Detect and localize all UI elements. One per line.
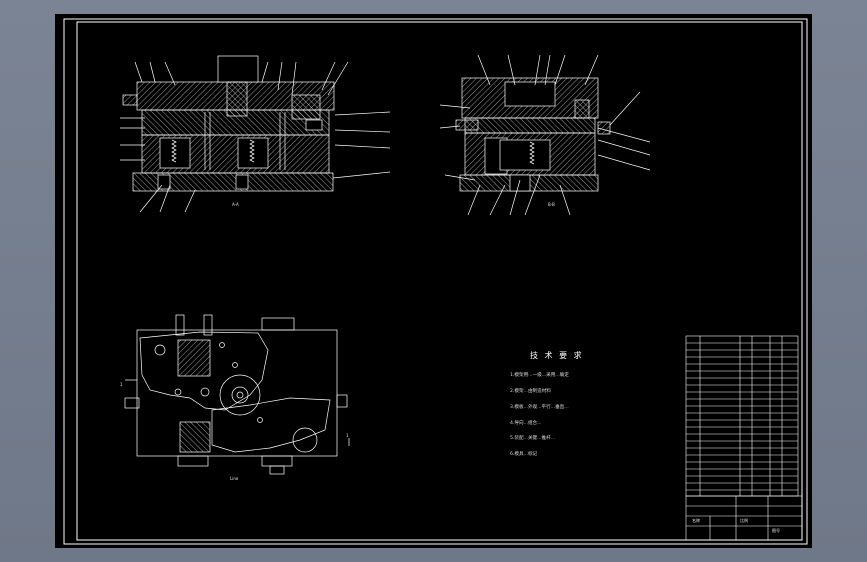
side-mark-left: 1 [120, 382, 123, 387]
inner-frame [76, 21, 803, 541]
title-block-drawing-no-label: 图号 [772, 528, 780, 533]
note-line: 4.导向...组合... [510, 421, 542, 426]
section-label-b: B-B [548, 202, 555, 207]
note-line: 2.模架...由制造材料 [510, 389, 551, 394]
note-line: 6.模具...标记 [510, 452, 538, 457]
parts-list-table [685, 335, 799, 497]
section-label-a: A-A [232, 202, 239, 207]
section-view-a [120, 55, 391, 213]
title-block-name-label: 名称 [692, 518, 700, 523]
plan-view-caption: Line [230, 476, 239, 481]
note-line: 3.模板...外观...平行...垂直... [510, 405, 569, 410]
note-line: 5.装配...关键...推杆... [510, 436, 556, 441]
side-mark-right: 1 [346, 433, 349, 438]
technical-notes-title: 技 术 要 求 [530, 351, 584, 360]
title-block [685, 495, 803, 541]
plan-view [124, 314, 350, 475]
title-block-scale-label: 比例 [740, 518, 748, 523]
outer-frame [63, 18, 808, 545]
section-view-b [439, 54, 651, 216]
note-line: 1.模架用...一级...采用...确定 [510, 373, 569, 378]
